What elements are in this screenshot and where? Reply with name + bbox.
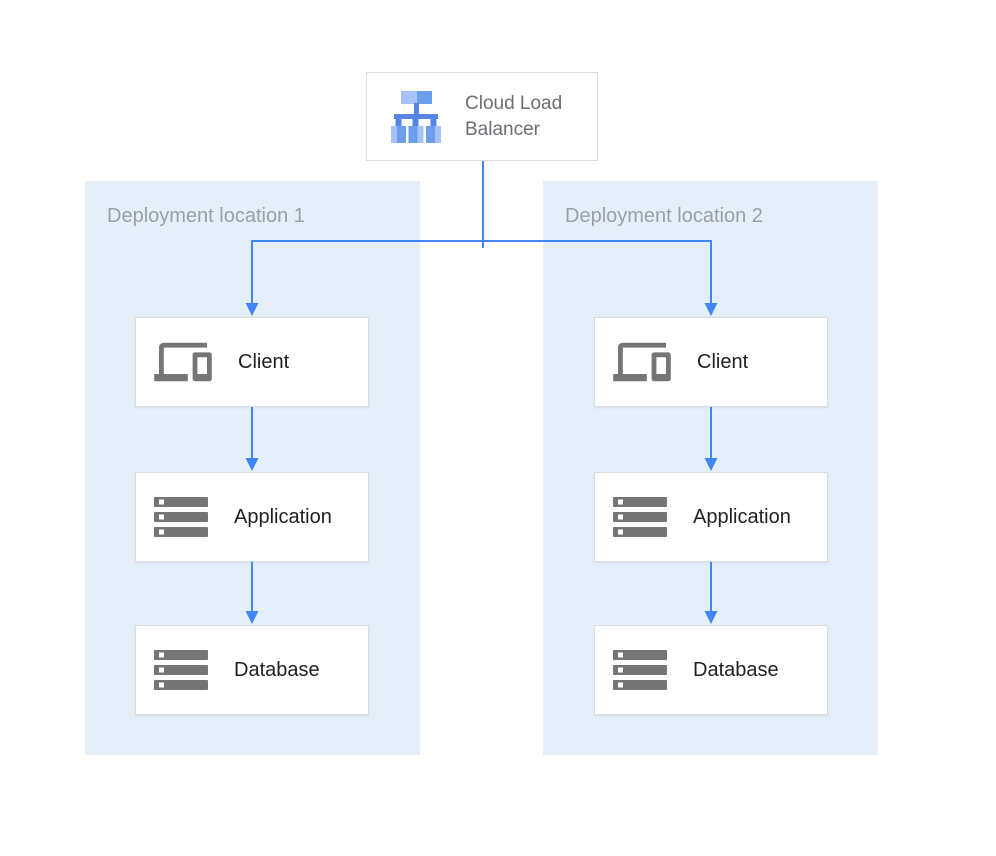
server-stack-icon xyxy=(154,650,208,690)
client-node-1: Client xyxy=(135,317,369,407)
database-node-1: Database xyxy=(135,625,369,715)
client-label: Client xyxy=(238,350,290,373)
database-node-2: Database xyxy=(594,625,828,715)
deployment-panel-2-label: Deployment location 2 xyxy=(565,205,763,227)
devices-icon xyxy=(154,338,212,386)
client-label: Client xyxy=(697,350,749,373)
load-balancer-label: Cloud Load Balancer xyxy=(465,92,563,140)
application-label: Application xyxy=(234,505,332,528)
application-label: Application xyxy=(693,505,791,528)
database-label: Database xyxy=(693,658,779,681)
load-balancer-node: Cloud Load Balancer xyxy=(366,72,598,161)
load-balancer-tree-icon xyxy=(391,90,441,143)
server-stack-icon xyxy=(613,497,667,537)
application-node-2: Application xyxy=(594,472,828,562)
application-node-1: Application xyxy=(135,472,369,562)
deployment-panel-1-label: Deployment location 1 xyxy=(107,205,305,227)
client-node-2: Client xyxy=(594,317,828,407)
server-stack-icon xyxy=(613,650,667,690)
server-stack-icon xyxy=(154,497,208,537)
devices-icon xyxy=(613,338,671,386)
database-label: Database xyxy=(234,658,320,681)
